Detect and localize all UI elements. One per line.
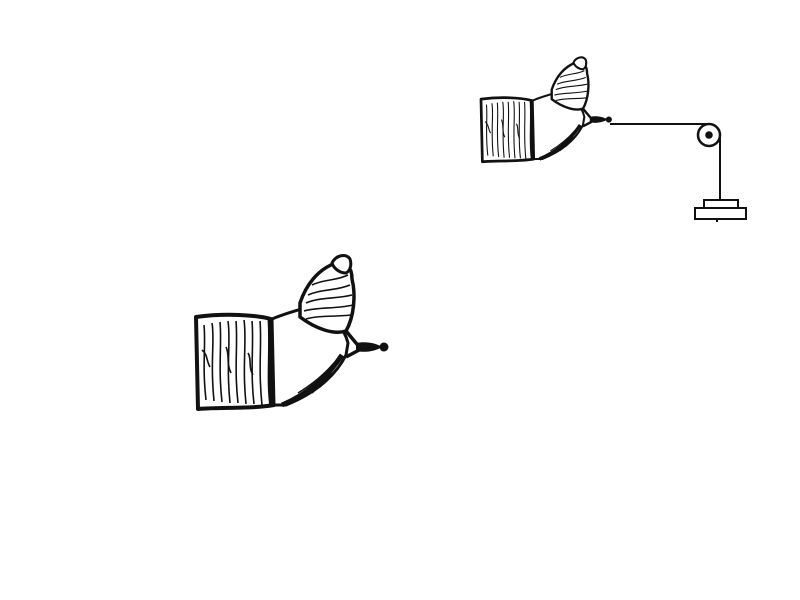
foot-in-cast-with-stirrup (196, 256, 389, 409)
pulley-icon (698, 124, 720, 146)
foot-in-cast-with-traction (481, 57, 612, 161)
traction-apparatus (610, 124, 746, 222)
weight-icon (695, 200, 746, 222)
